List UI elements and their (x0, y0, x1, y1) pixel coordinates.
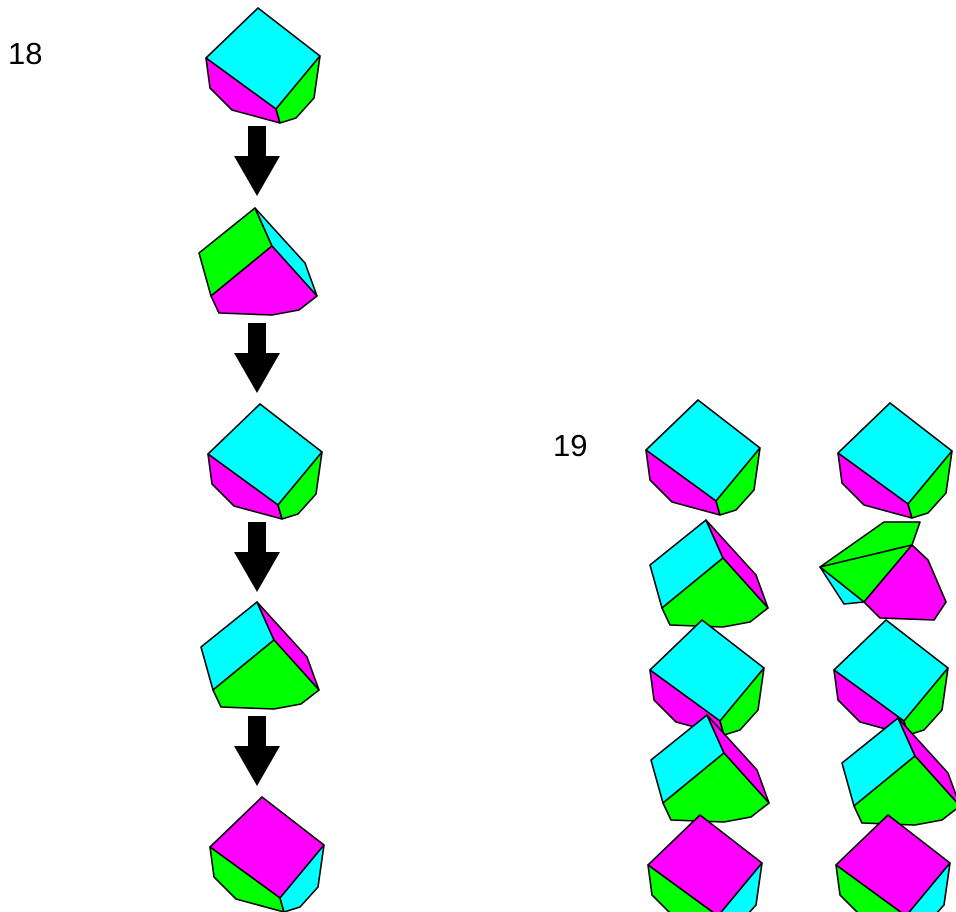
figure-18-arrow-3-shape (234, 522, 280, 592)
figure-19-col1-solid-2-face-bottom (661, 557, 769, 628)
figure-18-solid-5-face-left (209, 846, 285, 912)
figure-18-solid-3 (207, 403, 323, 520)
figure-18-label: 18 (8, 36, 42, 71)
figure-19-col2-solid-4-face-bottom (853, 755, 956, 826)
figure-19-col1-solid-3-face-right (719, 667, 765, 736)
figure-19-col1-solid-1-face-left (645, 449, 721, 516)
figure-19-col2-solid-5-face-top (835, 814, 951, 912)
figure-19-col2-solid-2-face-d (819, 566, 865, 605)
figure-18-solid-4-face-bottom (212, 639, 320, 710)
figure-18-solid-1-face-right (275, 55, 321, 124)
figure-18-solid-2 (198, 207, 318, 316)
figure-18-arrow-2-shape (234, 323, 280, 393)
figure-19-col2-solid-5 (835, 814, 951, 912)
figure-18-solid-1-face-left (205, 57, 281, 124)
figure-18-arrow-2 (234, 323, 280, 393)
figure-18-solid-3-face-left (207, 453, 283, 520)
figure-19-column-1 (645, 399, 770, 912)
figure-19-col2-solid-2 (819, 521, 947, 621)
figure-18-arrow-4 (234, 716, 280, 786)
figure-19-label: 19 (553, 428, 587, 463)
figure-18-solid-3-face-right (277, 451, 323, 520)
figure-18-arrow-1-shape (234, 126, 280, 196)
figure-19-col1-solid-4 (650, 714, 770, 823)
figure-19-columns (645, 399, 956, 912)
figure-18-solid-2-face-bottom (210, 245, 318, 316)
figure-19-col2-solid-3-face-right (903, 667, 949, 736)
figure-19-col2-solid-4-face-right (897, 717, 956, 803)
figure-18-arrow-1 (234, 126, 280, 196)
figure-19-col1-solid-1-face-right (715, 447, 761, 516)
figure-18-sequence (198, 7, 325, 912)
figure-19-col2-solid-5-face-left (835, 864, 902, 912)
figure-19-col1-solid-5 (647, 814, 763, 912)
figure-19-col2-solid-3 (833, 619, 949, 736)
figure-18-solid-5 (209, 796, 325, 912)
figure-18-solid-4 (200, 601, 320, 710)
figure-19-column-2 (819, 402, 956, 912)
figure-19-col1-solid-4-face-bottom (662, 752, 770, 823)
figure-19-col2-solid-5-face-right (908, 862, 951, 912)
figure-18-arrow-4-shape (234, 716, 280, 786)
figure-19-col1-solid-1 (645, 399, 761, 516)
figure-19-col1-solid-5-face-right (720, 862, 763, 912)
figure-19-col2-solid-1 (837, 402, 953, 519)
figure-19-col1-solid-5-face-top (647, 814, 763, 912)
figure-18-solid-5-face-right (279, 844, 325, 912)
figure-18-arrow-3 (234, 522, 280, 592)
figure-19-col2-solid-1-face-left (837, 452, 913, 519)
figure-19-col1-solid-5-face-left (647, 864, 714, 912)
figure-18-solid-1 (205, 7, 321, 124)
figure-19-col2-solid-4 (841, 717, 956, 826)
figure-19-col2-solid-1-face-right (907, 450, 953, 519)
figure-19-col1-solid-2 (649, 519, 769, 628)
